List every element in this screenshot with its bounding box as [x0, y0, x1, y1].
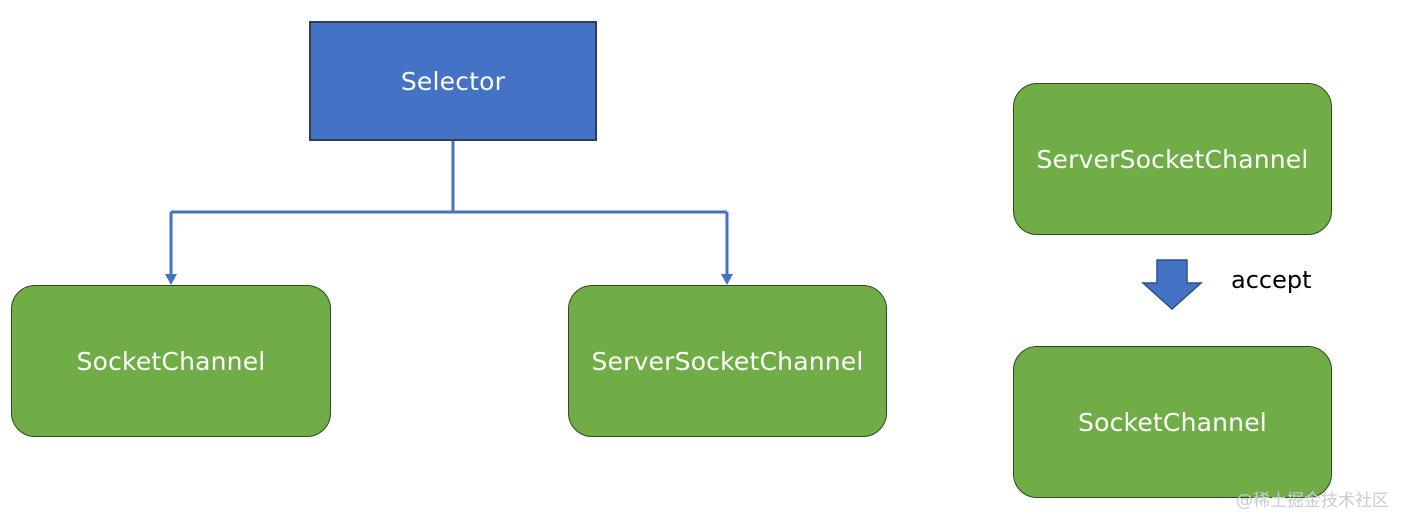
accepted-socket-channel-label: SocketChannel [1078, 407, 1267, 437]
watermark: @稀土掘金技术社区 [1236, 491, 1389, 511]
accept-label: accept [1231, 266, 1312, 294]
server-socket-channel-label: ServerSocketChannel [591, 346, 864, 376]
socket-channel-box: SocketChannel [11, 285, 331, 437]
selector-box: Selector [309, 21, 597, 141]
server-socket-channel-accept-box: ServerSocketChannel [1013, 83, 1332, 235]
arrowhead-server-socket-channel [721, 274, 733, 285]
accept-down-arrow [1141, 259, 1203, 311]
socket-channel-label: SocketChannel [76, 346, 266, 376]
selector-label: Selector [400, 66, 506, 96]
arrowhead-socket-channel [165, 274, 177, 285]
accepted-socket-channel-box: SocketChannel [1013, 346, 1332, 498]
server-socket-channel-accept-label: ServerSocketChannel [1036, 144, 1309, 174]
server-socket-channel-box: ServerSocketChannel [568, 285, 887, 437]
